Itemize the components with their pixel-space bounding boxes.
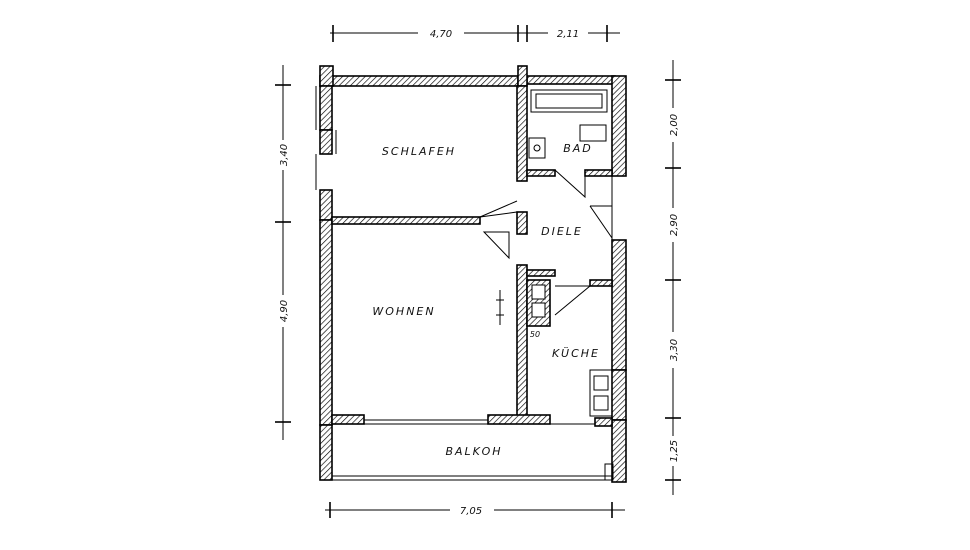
kitchen-counter xyxy=(589,369,613,417)
dim-bottom-total-label: 7,05 xyxy=(460,506,482,517)
room-diele-label: DIELE xyxy=(541,225,583,238)
left-dimension: 3,40 4,90 xyxy=(272,65,294,440)
dim-left-upper-label: 3,40 xyxy=(279,144,290,166)
top-dimension: 4,70 2,11 xyxy=(330,24,620,42)
room-balkon-label: BALKOH xyxy=(445,445,502,458)
right-dimension: 2,00 2,90 3,30 1,25 xyxy=(663,60,685,495)
kitchen-note-label: 50 xyxy=(530,330,540,339)
room-schlafen-label: SCHLAFEH xyxy=(382,145,456,158)
walls xyxy=(319,65,627,483)
bottom-dimension: 7,05 xyxy=(325,502,625,518)
dim-right-kueche-label: 3,30 xyxy=(669,339,680,361)
dim-right-diele-label: 2,90 xyxy=(669,214,680,236)
room-kueche-label: KÜCHE xyxy=(552,347,600,360)
bathtub xyxy=(530,89,608,113)
doors xyxy=(479,169,613,316)
balcony-outline xyxy=(332,419,614,481)
room-bad-label: BAD xyxy=(563,142,593,155)
dim-top-left-label: 4,70 xyxy=(430,29,452,40)
toilet xyxy=(579,124,607,142)
dim-left-lower-label: 4,90 xyxy=(279,300,290,322)
dim-right-bad-label: 2,00 xyxy=(669,114,680,136)
room-wohnen-label: WOHNEN xyxy=(372,305,435,318)
radiator-mark xyxy=(496,290,504,325)
washbasin xyxy=(528,137,546,159)
dim-top-right-label: 2,11 xyxy=(557,29,579,40)
kitchen-chimney xyxy=(526,279,551,327)
dim-right-balkon-label: 1,25 xyxy=(669,440,680,462)
